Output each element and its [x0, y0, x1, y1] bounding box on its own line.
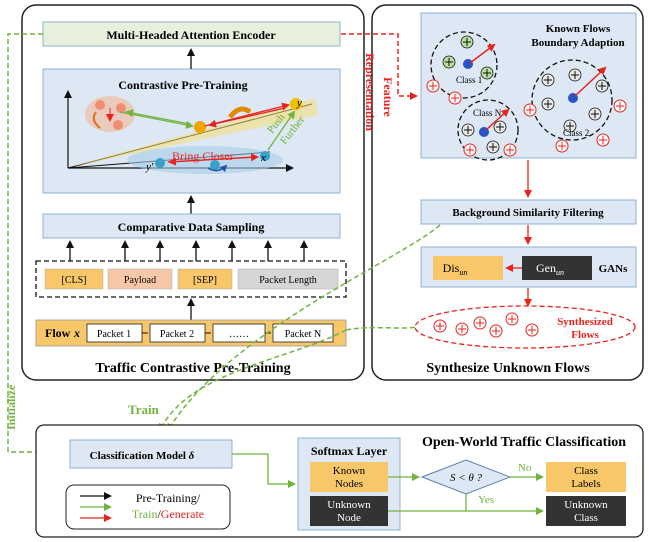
push-salmon-arrow-back: [125, 109, 191, 125]
token-cls-label: [CLS]: [62, 275, 87, 286]
unknown-class-box: [546, 496, 626, 526]
packet-box: [272, 323, 334, 343]
class-2-label: Class 2: [563, 128, 589, 138]
class-2-boundary: [531, 59, 613, 141]
sampling-box: [42, 213, 341, 239]
contrastive-label: Contrastive Pre-Training: [118, 78, 247, 92]
token-payload: [107, 268, 173, 290]
known-label-2: Nodes: [335, 478, 363, 490]
legend-pretraining: Pre-Training/: [136, 491, 201, 505]
softmax-label: Softmax Layer: [311, 444, 388, 458]
class-n-radius: [485, 108, 510, 131]
model-to-softmax-arrow: [232, 453, 296, 488]
bottom-panel-title: Open-World Traffic Classification: [422, 435, 626, 450]
class-labels-box: [546, 462, 626, 492]
bring-closer-arrow-back: [168, 156, 256, 166]
right-panel-title: Synthesize Unknown Flows: [426, 361, 590, 376]
discriminator-box: [433, 256, 503, 280]
boundary-title-1: Known Flows: [546, 23, 611, 35]
flow-var: x: [73, 326, 80, 340]
label-y: y: [296, 97, 302, 109]
gen-label: Genun: [536, 261, 564, 277]
synthesized-flows-ellipse: [414, 305, 636, 349]
class-1-center: [463, 59, 473, 69]
encoder-label: Multi-Headed Attention Encoder: [106, 28, 276, 42]
token-sep-label: [SEP]: [193, 275, 217, 286]
token-row: [35, 260, 347, 298]
synth-label-2: Flows: [571, 329, 599, 341]
salmon-point: [95, 100, 105, 110]
token-payload-label: Payload: [124, 275, 156, 286]
packet-2-label: Packet 2: [160, 329, 194, 340]
boundary-title-2: Boundary Adaption: [531, 37, 624, 49]
class-n-boundary: [457, 99, 519, 161]
point-cluster: [210, 160, 220, 170]
known-nodes-box: [310, 462, 388, 492]
feature-rep-label-2: Representation: [363, 53, 377, 131]
filter-label: Background Similarity Filtering: [452, 207, 604, 219]
yellow-cone: [70, 98, 318, 167]
decision-label: S < θ ?: [450, 472, 483, 484]
class-1-boundary: [430, 31, 498, 99]
y-to-anchor-arrow: [208, 107, 286, 128]
packet-1-label: Packet 1: [97, 329, 131, 340]
left-panel-title: Traffic Contrastive Pre-Training: [95, 361, 290, 376]
positive-point-y: [290, 98, 302, 110]
token-packet-length-label: Packet Length: [259, 275, 316, 286]
generator-box: [522, 256, 592, 280]
class-1-label: Class 1: [456, 75, 482, 85]
class-labels-2: Labels: [571, 478, 600, 490]
feature-representation-arrow: [341, 33, 418, 100]
initialize-label: Initialize: [4, 384, 18, 430]
encoder-box: [42, 21, 341, 47]
flow-label: Flow: [45, 326, 71, 340]
push-further-arrow: [267, 110, 296, 151]
label-y-prime: y': [145, 161, 154, 173]
train-arrow-1: [159, 329, 347, 432]
left-panel: Traffic Contrastive Pre-Training Multi-H…: [21, 4, 365, 381]
right-panel: Synthesize Unknown Flows Known Flows Bou…: [371, 4, 644, 381]
classification-model-box: [69, 439, 233, 469]
anchor-point: [194, 121, 206, 133]
point-x: [260, 151, 270, 161]
class-1-radius: [469, 43, 496, 64]
unknown-class-1: Unknown: [564, 499, 608, 511]
filter-box: [420, 199, 637, 225]
legend-train-generate: Train/Generate: [132, 507, 204, 521]
yes-label: Yes: [478, 494, 494, 506]
class-2-radius: [574, 66, 607, 97]
feature-rep-label-1: Feature: [381, 77, 395, 117]
token-sep: [177, 268, 233, 290]
token-cls: [44, 268, 104, 290]
known-label-1: Known: [333, 465, 366, 477]
rotate-arrow: [92, 111, 101, 129]
label-x: x: [260, 152, 266, 164]
salmon-point: [116, 103, 126, 113]
gans-label: GANs: [599, 263, 628, 275]
class-n-label: Class N: [473, 108, 502, 118]
packet-ellipsis-label: ……: [229, 329, 249, 340]
unknown-node-label-1: Unknown: [327, 499, 371, 511]
dis-label: Disun: [443, 261, 468, 277]
train-link-from-synth: [345, 326, 418, 331]
unknown-class-2: Class: [574, 512, 598, 524]
bring-closer-label: Bring Closer: [172, 149, 234, 163]
class-labels-1: Class: [574, 465, 598, 477]
token-packet-length: [237, 268, 339, 290]
unknown-node-label-2: Node: [337, 512, 361, 524]
synth-label-1: Synthesized: [557, 316, 613, 328]
train-label: Train: [128, 402, 160, 417]
packet-n-label: Packet N: [285, 329, 321, 340]
train-arrow-2: [166, 224, 441, 432]
bottom-panel: Open-World Traffic Classification Classi…: [35, 424, 644, 538]
sampling-label: Comparative Data Sampling: [118, 220, 265, 234]
unknown-node-box: [310, 496, 388, 526]
salmon-point: [113, 120, 123, 130]
no-label: No: [518, 462, 532, 474]
orange-curve-arrow: [228, 106, 252, 119]
classification-model-label: Classification Model δ: [90, 450, 195, 462]
point-y-prime: [155, 158, 165, 168]
blue-curve-arrow: [207, 164, 228, 173]
